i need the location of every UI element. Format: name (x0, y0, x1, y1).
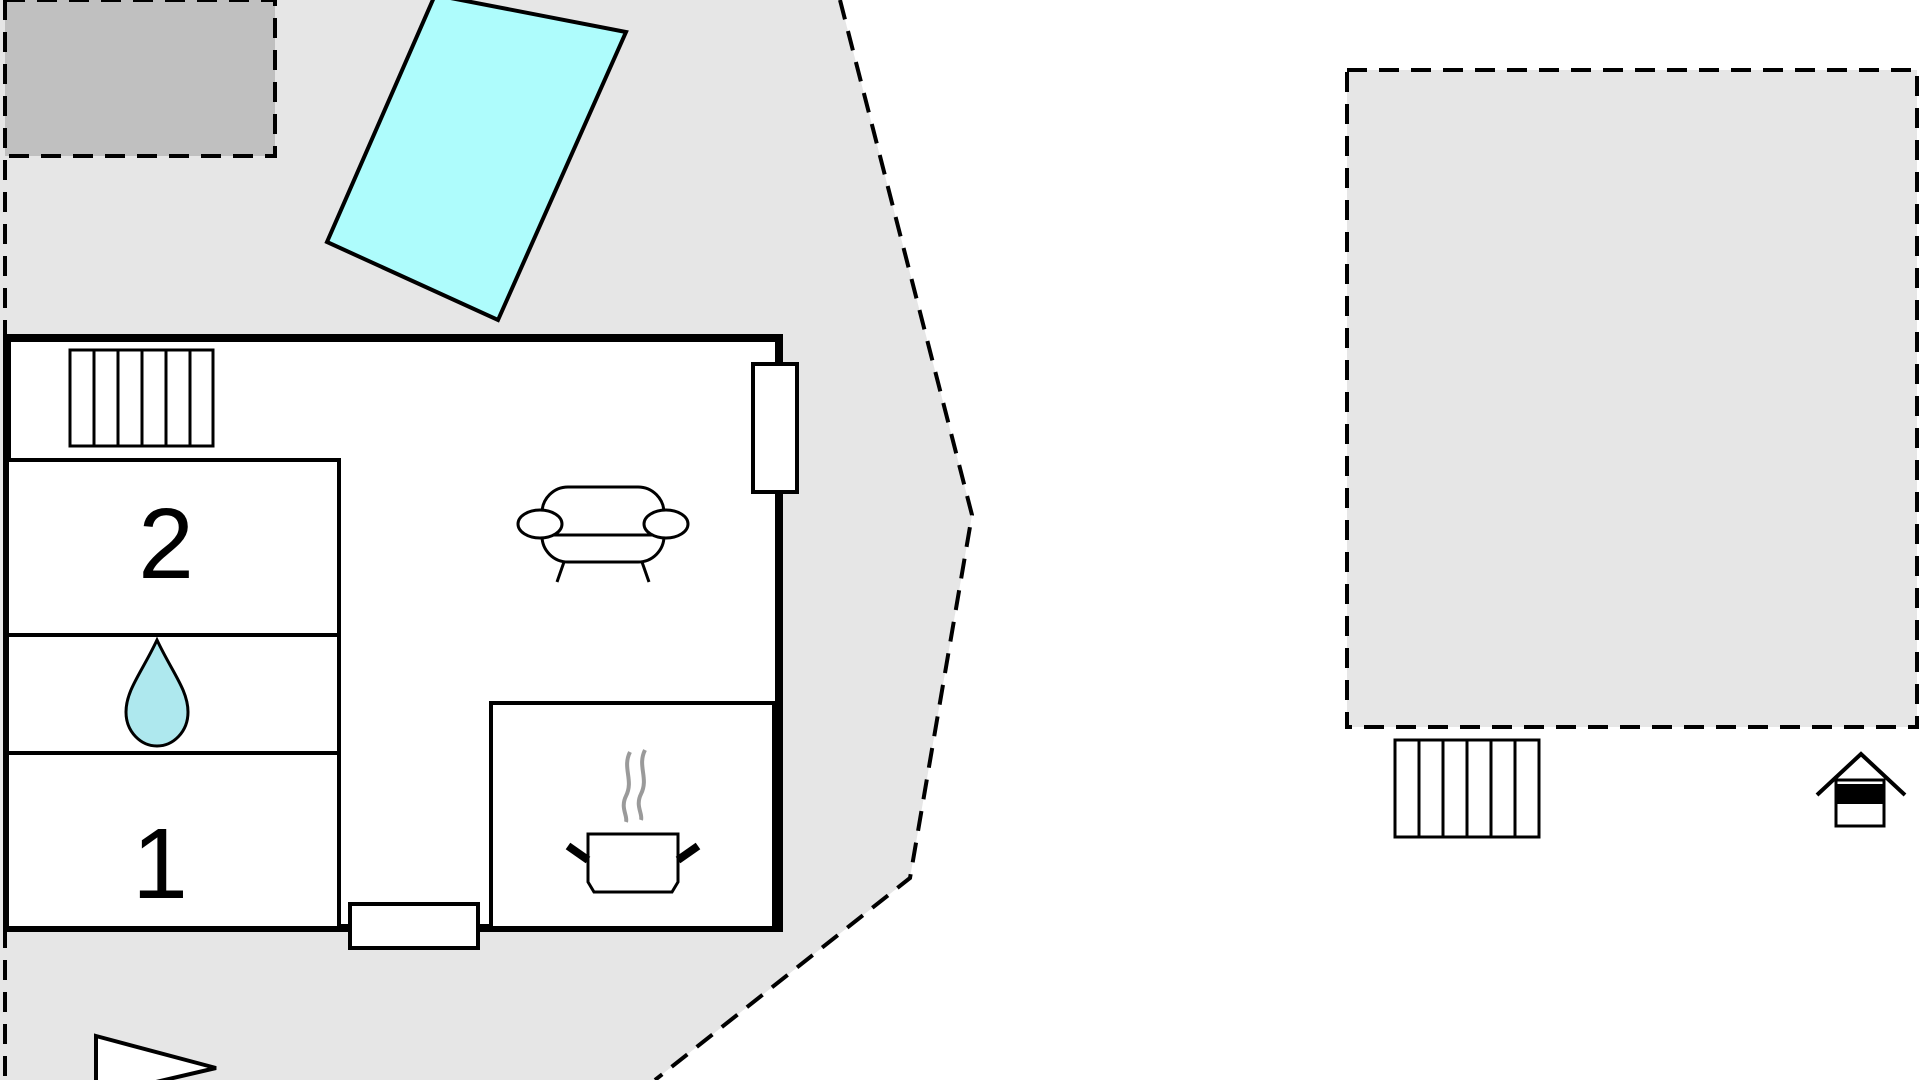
neighbor-building (1345, 68, 1919, 729)
water-drop-icon (124, 636, 190, 748)
cooking-pot-icon (565, 749, 701, 894)
direction-arrow-icon (94, 1033, 217, 1080)
stairs-icon-outdoor (1393, 738, 1541, 839)
property-boundary (653, 0, 975, 1080)
room-label-2: 2 (138, 488, 194, 600)
stairs-icon (68, 348, 215, 448)
house-icon (1815, 751, 1907, 828)
swimming-pool-icon (324, 0, 629, 323)
room-bedroom-1 (5, 751, 341, 930)
room-label-1: 1 (132, 808, 188, 920)
entrance-door (348, 902, 480, 950)
sofa-icon (516, 485, 690, 583)
window-right (751, 362, 799, 494)
room-kitchen (489, 701, 776, 930)
room-bedroom-2 (5, 458, 341, 637)
shed (3, 0, 277, 158)
